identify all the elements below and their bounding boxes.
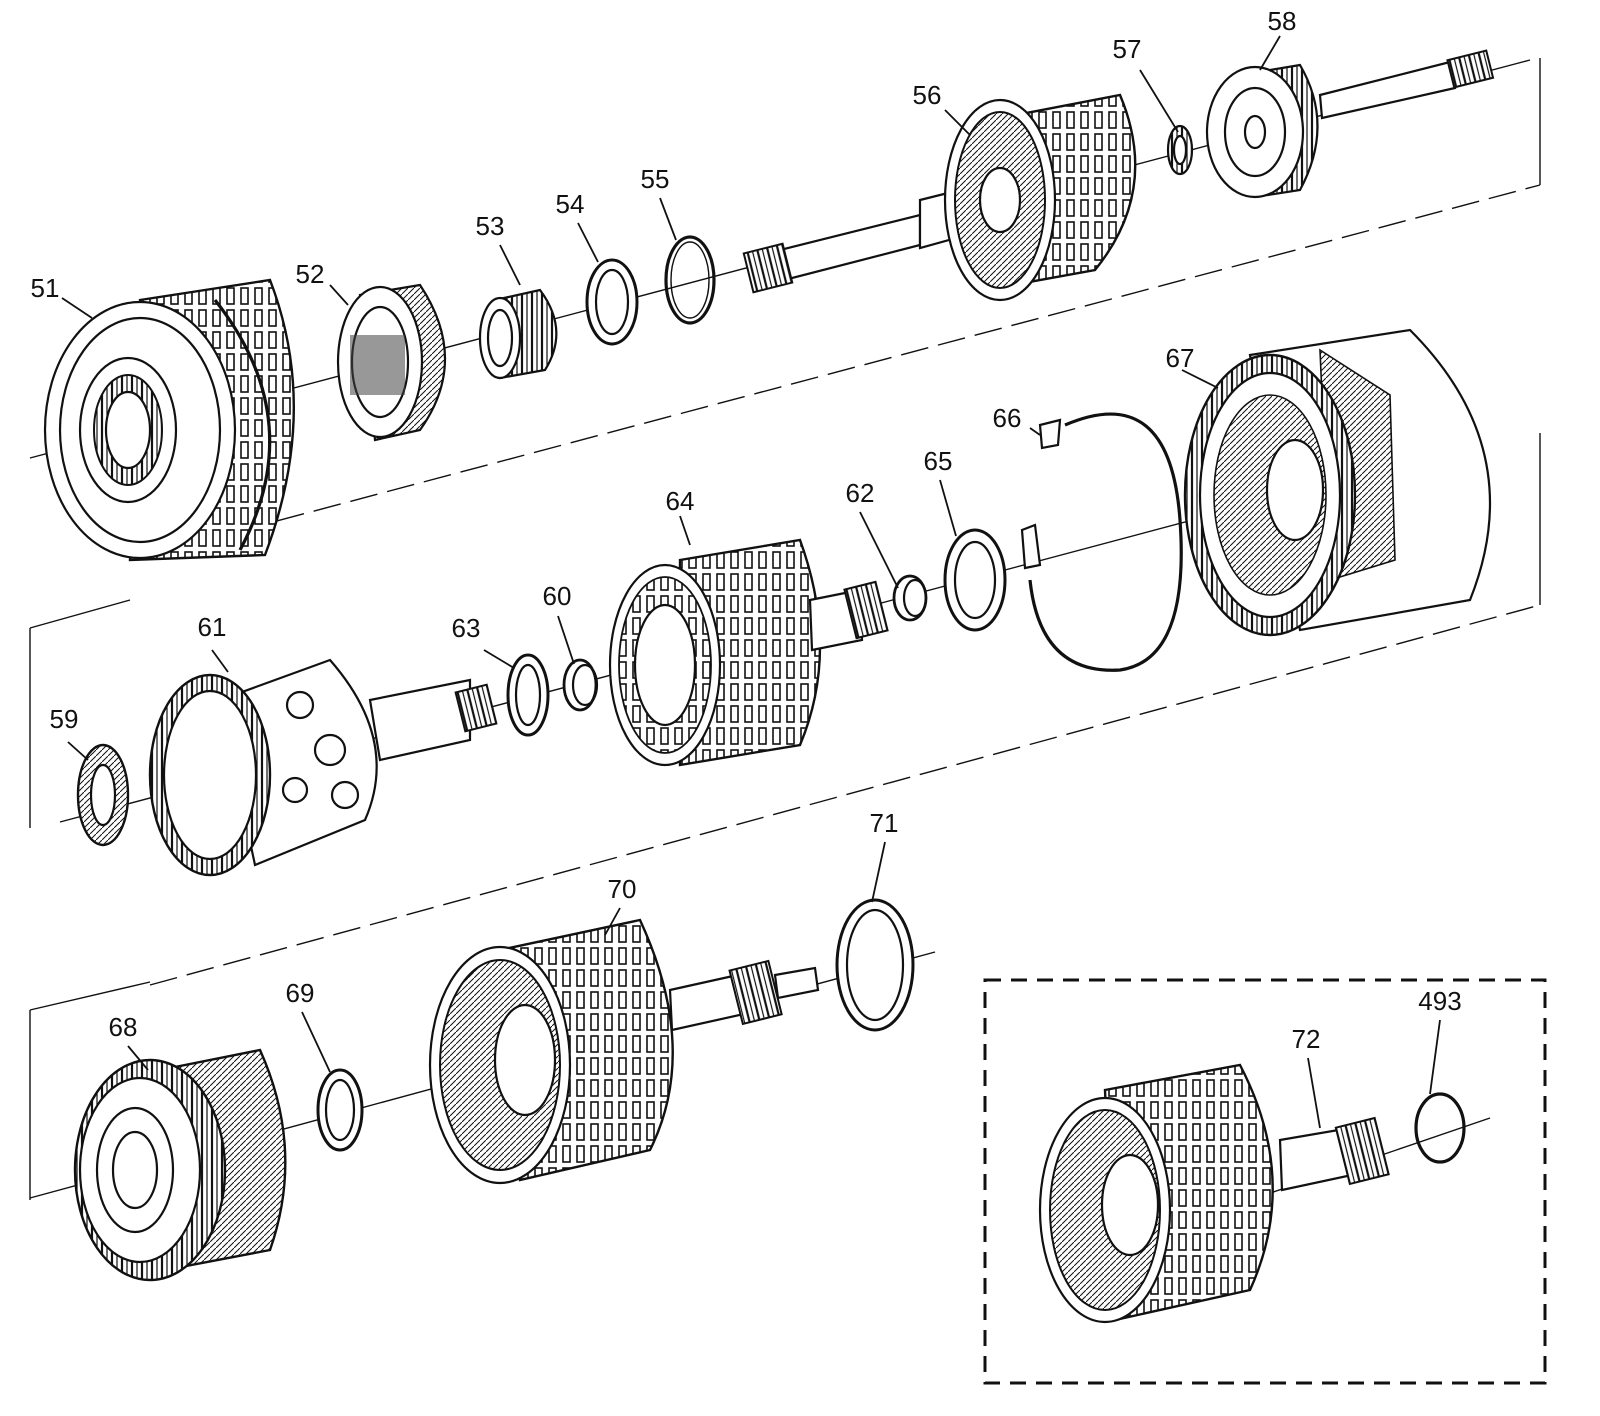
part-67-clutch-housing (1183, 328, 1492, 637)
callout-63: 63 (452, 613, 481, 643)
frame-line-row-1 (129, 184, 1541, 561)
part-59-bearing (76, 743, 130, 847)
part-52-planet-carrier (336, 283, 446, 442)
part-61-perforated-drum (148, 658, 498, 877)
callout-61: 61 (198, 612, 227, 642)
part-54-washer (585, 258, 639, 346)
callout-59: 59 (50, 704, 79, 734)
callout-64: 64 (666, 486, 695, 516)
part-62-ring (892, 574, 928, 622)
callout-52: 52 (296, 259, 325, 289)
frame-line-row-2 (149, 604, 1541, 986)
callout-70: 70 (608, 874, 637, 904)
frame-line-row-3-top (29, 981, 151, 1011)
frame-line-row-2-top (29, 599, 131, 629)
part-65-thrust-bearing (943, 528, 1007, 632)
callout-68: 68 (109, 1012, 138, 1042)
part-58-input-hub (1205, 49, 1495, 199)
callout-54: 54 (556, 189, 585, 219)
part-60-bushing (562, 658, 599, 712)
callout-69: 69 (286, 978, 315, 1008)
callout-56: 56 (913, 80, 942, 110)
callout-62: 62 (846, 478, 875, 508)
callout-55: 55 (641, 164, 670, 194)
part-66-snap-ring (1020, 412, 1183, 672)
callout-53: 53 (476, 211, 505, 241)
part-68-planet-carrier (73, 1048, 287, 1282)
part-51-clutch-housing (43, 278, 296, 562)
callout-65: 65 (924, 446, 953, 476)
part-55-snap-ring (664, 235, 716, 325)
part-71-ring (835, 898, 915, 1032)
inset-frame (983, 978, 1547, 1385)
leader-lines (61, 35, 1441, 1129)
callout-66: 66 (993, 403, 1022, 433)
callout-72: 72 (1292, 1024, 1321, 1054)
part-69-washer (316, 1068, 364, 1152)
part-72-ring-gear-drum (1038, 1063, 1390, 1324)
part-70-ring-gear-drum (428, 918, 820, 1185)
callout-71: 71 (870, 808, 899, 838)
part-53-gear-sleeve (478, 288, 558, 380)
part-64-clutch-hub (608, 538, 889, 767)
part-56-shaft-drum (742, 93, 1137, 302)
callout-67: 67 (1166, 343, 1195, 373)
callout-57: 57 (1113, 34, 1142, 64)
callout-493: 493 (1418, 986, 1461, 1016)
part-63-seal (506, 653, 550, 737)
callout-51: 51 (31, 273, 60, 303)
callout-labels: 51 52 53 54 55 56 57 58 59 60 61 62 63 6… (31, 6, 1462, 1054)
part-493-o-ring (1414, 1092, 1466, 1164)
callout-58: 58 (1268, 6, 1297, 36)
callout-60: 60 (543, 581, 572, 611)
part-57-washer (1166, 124, 1194, 176)
